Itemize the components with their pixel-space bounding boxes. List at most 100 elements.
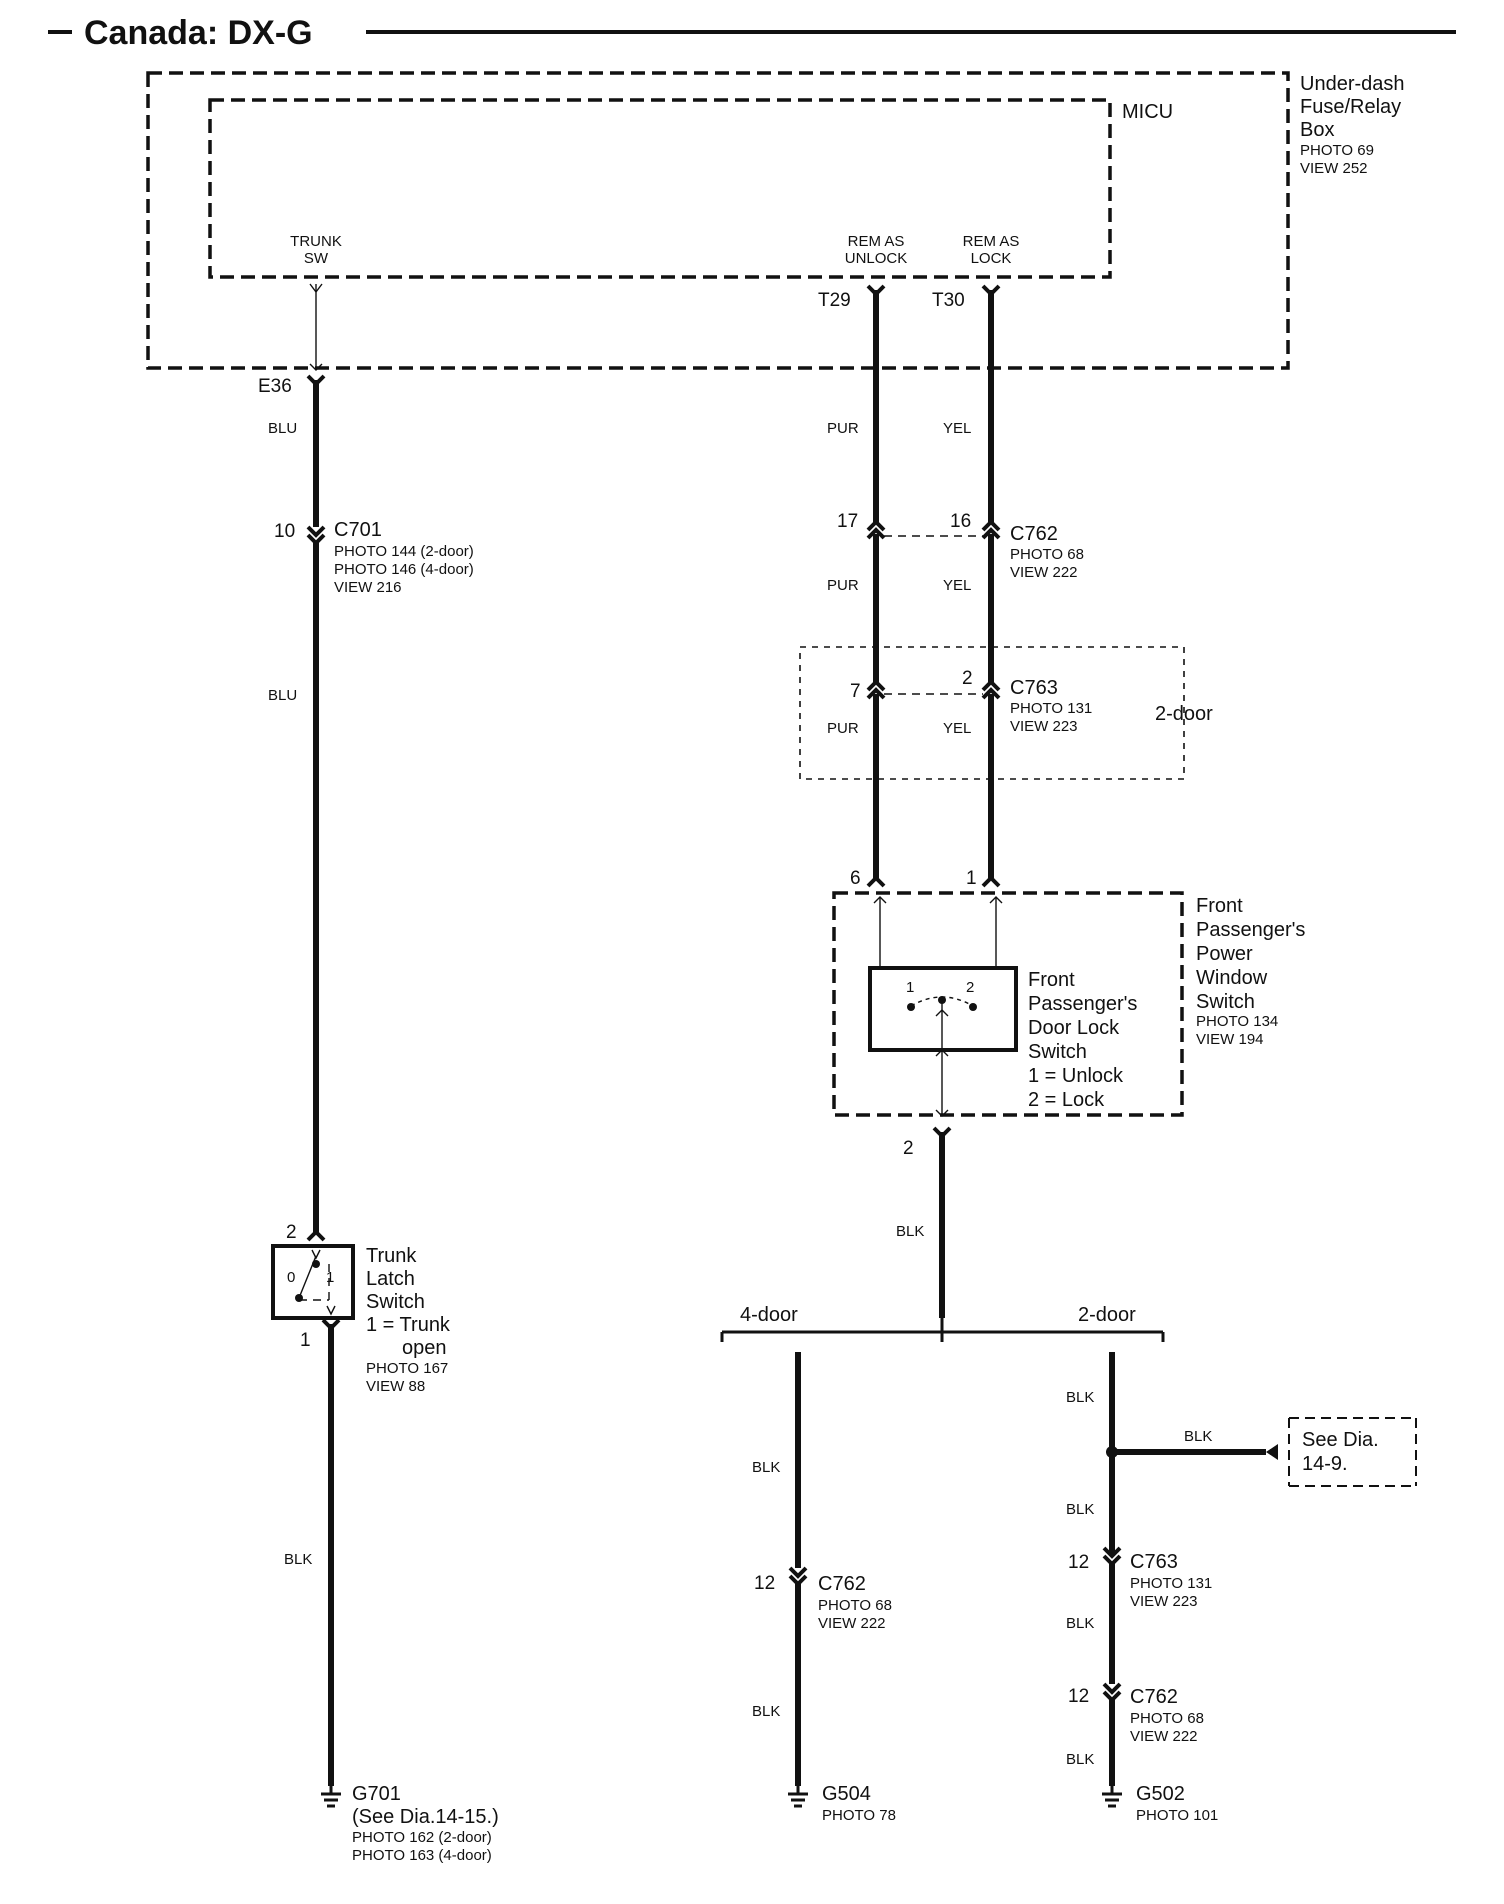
trunk-switch-legend-1: 1 = Trunk: [366, 1314, 451, 1336]
g701-photo-2: PHOTO 163 (4-door): [352, 1847, 492, 1864]
c763-top-variant: 2-door: [1155, 703, 1213, 725]
wire-color-pur-2: PUR: [827, 577, 859, 594]
dl-switch-name-3: Door Lock: [1028, 1017, 1120, 1039]
g502-name: G502: [1136, 1783, 1185, 1805]
pw-switch-name-4: Window: [1196, 967, 1268, 989]
trunk-switch-pin-bottom: 1: [300, 1330, 311, 1351]
c763-top-name: C763: [1010, 677, 1058, 699]
fuse-box-name-1: Under-dash: [1300, 73, 1405, 95]
micu-trunk-sw-1: TRUNK: [290, 233, 342, 250]
dl-switch-contact-2-dot: [969, 1003, 977, 1011]
wire-color-yel-1: YEL: [943, 420, 971, 437]
pw-switch-name-2: Passenger's: [1196, 919, 1305, 941]
wire-color-blk-2door-1: BLK: [1066, 1389, 1094, 1406]
pw-switch-pin1-terminal-icon: [981, 875, 1001, 888]
c762-top-pin-right: 16: [950, 511, 971, 532]
fuse-box-name-3: Box: [1300, 119, 1334, 141]
terminal-t29: T29: [818, 290, 851, 311]
fuse-box-view: VIEW 252: [1300, 160, 1368, 177]
wire-color-blk-main: BLK: [896, 1223, 924, 1240]
c762-right-view: VIEW 222: [1130, 1728, 1198, 1745]
c762-right-connector-icon: [1102, 1682, 1122, 1703]
wire-color-blu-2: BLU: [268, 687, 297, 704]
c762-left-name: C762: [818, 1573, 866, 1595]
c762-left-photo: PHOTO 68: [818, 1597, 892, 1614]
micu-unlock-2: UNLOCK: [845, 250, 908, 267]
wire-color-pur-3: PUR: [827, 720, 859, 737]
terminal-e36: E36: [258, 376, 292, 397]
pw-switch-view: VIEW 194: [1196, 1031, 1264, 1048]
c762-top-name: C762: [1010, 523, 1058, 545]
c762-left-view: VIEW 222: [818, 1615, 886, 1632]
fuse-box-name-2: Fuse/Relay: [1300, 96, 1401, 118]
c762-left-connector-icon: [788, 1566, 808, 1587]
g701-name: G701: [352, 1783, 401, 1805]
c762-top-photo: PHOTO 68: [1010, 546, 1084, 563]
c763-top-pin-left: 7: [850, 681, 861, 702]
dl-switch-contact-1-dot: [907, 1003, 915, 1011]
c763-top-view: VIEW 223: [1010, 718, 1078, 735]
dl-switch-legend-1: 1 = Unlock: [1028, 1065, 1124, 1087]
pw-internal-arrow-unlock-icon: [873, 896, 887, 904]
c762-right-pin: 12: [1068, 1686, 1089, 1707]
c701-pin: 10: [274, 521, 295, 542]
c762-top-pin-left: 17: [837, 511, 858, 532]
pw-internal-arrow-ground-icon: [935, 1109, 949, 1117]
pw-switch-name-5: Switch: [1196, 991, 1255, 1013]
fuse-box-photo: PHOTO 69: [1300, 142, 1374, 159]
c763-top-right-connector-icon: [981, 679, 1001, 700]
branch-label-right: 2-door: [1078, 1304, 1136, 1326]
c762-right-photo: PHOTO 68: [1130, 1710, 1204, 1727]
dl-switch-pos-2: 2: [966, 979, 974, 996]
door-lock-switch-box: [868, 966, 1018, 1052]
c701-photo-2: PHOTO 146 (4-door): [334, 561, 474, 578]
trunk-switch-pin-top: 2: [286, 1222, 297, 1243]
see-dia-line-2: 14-9.: [1302, 1453, 1348, 1475]
trunk-switch-out-arrow-icon: [326, 1305, 336, 1316]
wire-color-blk-2door-2: BLK: [1066, 1501, 1094, 1518]
pw-switch-pin-right: 1: [966, 868, 977, 889]
c762-left-pin: 12: [754, 1573, 775, 1594]
trunk-switch-inner-arrow-icon: [311, 1249, 321, 1260]
page-title: Canada: DX-G: [84, 14, 313, 52]
terminal-t30: T30: [932, 290, 965, 311]
dl-switch-name-1: Front: [1028, 969, 1075, 991]
pw-switch-photo: PHOTO 134: [1196, 1013, 1278, 1030]
g504-photo: PHOTO 78: [822, 1807, 896, 1824]
c762-right-name: C762: [1130, 1686, 1178, 1708]
trunk-sw-terminal-icon: [309, 283, 323, 294]
c701-connector-icon: [306, 525, 326, 546]
g502-ground-icon: [1102, 1786, 1122, 1808]
trunk-latch-switch-box: [271, 1244, 355, 1320]
trunk-switch-legend-2: open: [402, 1337, 447, 1359]
micu-unlock-1: REM AS: [848, 233, 905, 250]
pw-switch-name-1: Front: [1196, 895, 1243, 917]
wire-color-yel-2: YEL: [943, 577, 971, 594]
c701-name: C701: [334, 519, 382, 541]
c762-top-view: VIEW 222: [1010, 564, 1078, 581]
wire-color-blk-2door-4: BLK: [1066, 1751, 1094, 1768]
trunk-switch-pos-1: 1: [326, 1269, 334, 1286]
c763-top-left-connector-icon: [866, 679, 886, 700]
c763-top-photo: PHOTO 131: [1010, 700, 1092, 717]
micu-name: MICU: [1122, 101, 1173, 123]
trunk-switch-view: VIEW 88: [366, 1378, 425, 1395]
power-window-switch-box: [832, 891, 1184, 1117]
c763-right-pin: 12: [1068, 1552, 1089, 1573]
branch-label-left: 4-door: [740, 1304, 798, 1326]
wire-color-pur-1: PUR: [827, 420, 859, 437]
g701-note: (See Dia.14-15.): [352, 1806, 499, 1828]
c763-top-pin-right: 2: [962, 668, 973, 689]
c763-right-name: C763: [1130, 1551, 1178, 1573]
dl-switch-bottom-arrow-icon: [935, 1049, 949, 1057]
trunk-switch-top-terminal-icon: [306, 1229, 326, 1242]
trunk-switch-pos-0: 0: [287, 1269, 295, 1286]
micu-trunk-sw-2: SW: [304, 250, 329, 267]
wire-color-blk-splice: BLK: [1184, 1428, 1212, 1445]
dl-switch-common-arrow-icon: [935, 1009, 949, 1017]
fuse-relay-box: [146, 71, 1290, 370]
c762-top-left-connector-icon: [866, 519, 886, 540]
wire-color-blk-4door-2: BLK: [752, 1703, 780, 1720]
pw-switch-pin-bottom: 2: [903, 1138, 914, 1159]
wire-color-blk-2door-3: BLK: [1066, 1615, 1094, 1632]
